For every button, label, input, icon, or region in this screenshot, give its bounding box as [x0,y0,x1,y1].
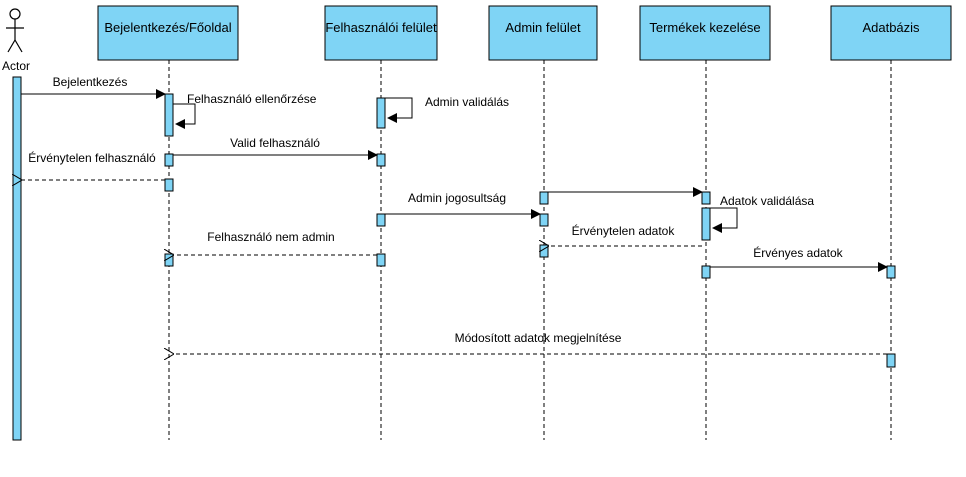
message-valid-felhasznalo: Valid felhasználó [173,136,378,160]
actor-label: Actor [2,59,30,73]
activation-bar [701,207,711,241]
activation-bar [376,153,386,167]
participant-box [97,5,239,61]
message-ervenytelen-adatok: Érvénytelen adatok [548,223,702,246]
participant-label: Felhasználói felület [325,20,437,35]
activation-bar [164,153,174,167]
participant-label: Admin felület [505,20,581,35]
activation-bar [164,178,174,192]
message-admin-jogosultsag: Admin jogosultság [385,191,541,219]
message-ervenyes-adatok: Érvényes adatok [710,245,888,272]
participant-admin-felulet: Admin felület [488,5,598,440]
message-adatok-validalasa: Adatok validálása [710,194,814,233]
participant-box [324,5,438,61]
message-label: Felhasználó nem admin [207,230,334,244]
message-label: Érvényes adatok [753,245,843,260]
participant-adatbazis: Adatbázis [830,5,952,440]
message-modositott-adatok: Módosított adatok megjelnítése [173,331,887,354]
activation-bar [376,97,386,129]
message-label: Felhasználó ellenőrzése [187,92,317,106]
activation-bar [701,191,711,205]
self-message-arrow [710,207,738,233]
message-bejelentkezes: Bejelentkezés [21,75,166,99]
actor-activation-bar [12,76,22,441]
activation-bar [539,191,549,205]
message-label: Admin jogosultság [408,191,506,205]
message-felhasznalo-nem-admin: Felhasználó nem admin [173,230,377,255]
actor-stick-figure-icon [6,8,24,53]
activation-bar [376,213,386,227]
message-label: Bejelentkezés [53,75,128,89]
self-message-arrow [385,97,413,123]
participant-termekek-kezelese: Termékek kezelése [639,5,771,440]
message-label: Módosított adatok megjelnítése [455,331,622,345]
message-admin-validalas: Admin validálás [385,95,509,123]
participant-box [830,5,952,61]
activation-bar [701,265,711,279]
message-felhasznalo-ellenorzese: Felhasználó ellenőrzése [173,92,317,129]
message-label: Admin validálás [425,95,509,109]
activation-bar [539,244,549,258]
activation-bar [164,93,174,137]
participant-label: Termékek kezelése [649,20,760,35]
activation-bar [164,253,174,267]
self-message-arrow [173,103,196,129]
activation-bar [886,265,896,279]
message-ervenytelen-felhasznalo: Érvénytelen felhasználó [21,150,165,180]
participant-box [488,5,598,61]
participant-label: Bejelentkezés/Főoldal [104,20,231,35]
message-label: Érvénytelen felhasználó [28,150,156,165]
activation-bar [886,353,896,368]
message-label: Adatok validálása [720,194,814,208]
activation-bar [539,213,549,227]
participant-box [639,5,771,61]
message-label: Érvénytelen adatok [572,223,676,238]
activation-bar [376,253,386,267]
actor: Actor [2,8,30,441]
participant-bejelentkezes: Bejelentkezés/Főoldal [97,5,239,440]
participant-label: Adatbázis [862,20,920,35]
message-label: Valid felhasználó [230,136,320,150]
